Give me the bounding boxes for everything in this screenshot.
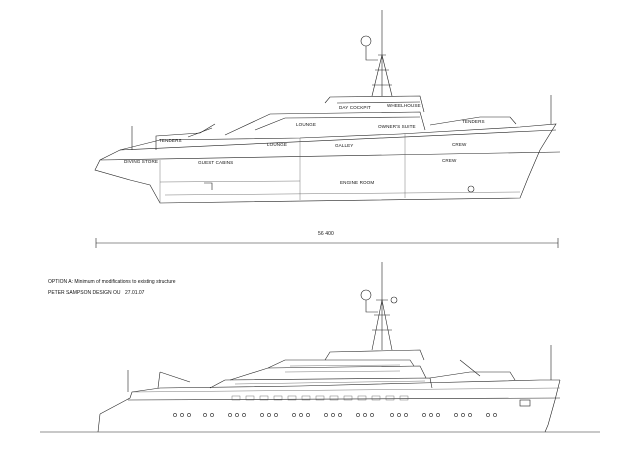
- length-dimension: [95, 238, 559, 248]
- room-label-engine-room: ENGINE ROOM: [340, 180, 375, 185]
- room-label-guest-cabins: GUEST CABINS: [198, 160, 234, 165]
- porthole: [486, 413, 490, 417]
- porthole: [228, 413, 232, 417]
- porthole: [306, 413, 310, 417]
- porthole: [260, 413, 264, 417]
- room-label-galley: GALLEY: [335, 143, 354, 148]
- designer-caption: PETER SAMPSON DESIGN OU: [48, 290, 121, 296]
- hull-window: [385, 395, 395, 401]
- hull-window: [399, 395, 409, 401]
- option-caption: OPTION A: Minimum of modifications to ex…: [48, 279, 176, 285]
- porthole: [370, 413, 374, 417]
- hull-window: [357, 395, 367, 401]
- porthole: [324, 413, 328, 417]
- room-label-diving-store: DIVING STORE: [124, 159, 159, 164]
- room-label-tenders-aft: TENDERS: [462, 119, 485, 124]
- porthole: [187, 413, 191, 417]
- hull-window: [259, 395, 269, 401]
- hull-window: [343, 395, 353, 401]
- exterior-profile: [40, 262, 600, 433]
- hull-window: [329, 395, 339, 401]
- hull-window: [371, 395, 381, 401]
- porthole: [397, 413, 401, 417]
- porthole: [390, 413, 394, 417]
- room-label-lounge-main: LOUNGE: [267, 142, 288, 147]
- porthole: [274, 413, 278, 417]
- room-label-lounge-upper: LOUNGE: [296, 122, 317, 127]
- porthole: [338, 413, 342, 417]
- porthole: [210, 413, 214, 417]
- porthole: [292, 413, 296, 417]
- hull-window: [315, 395, 325, 401]
- hull-outline: [94, 123, 557, 204]
- hull-window: [287, 395, 297, 401]
- hull-window: [231, 395, 241, 401]
- porthole: [468, 413, 472, 417]
- porthole: [299, 413, 303, 417]
- porthole: [173, 413, 177, 417]
- porthole: [429, 413, 433, 417]
- porthole: [493, 413, 497, 417]
- porthole: [203, 413, 207, 417]
- porthole: [180, 413, 184, 417]
- room-label-tenders-fwd: TENDERS: [159, 138, 182, 143]
- porthole: [404, 413, 408, 417]
- porthole: [267, 413, 271, 417]
- porthole: [331, 413, 335, 417]
- length-dimension-value: 56 400: [318, 231, 334, 237]
- profile-section: [94, 10, 561, 204]
- room-label-crew-lower: CREW: [442, 158, 457, 163]
- room-label-wheelhouse: WHEELHOUSE: [387, 103, 421, 108]
- date-caption: 27.01.07: [125, 290, 145, 296]
- room-label-day-cockpit: DAY COCKPIT: [339, 105, 371, 110]
- room-label-owners-suite: OWNER'S SUITE: [378, 124, 416, 129]
- porthole: [454, 413, 458, 417]
- porthole: [356, 413, 360, 417]
- porthole: [461, 413, 465, 417]
- portholes: [173, 395, 497, 417]
- porthole: [235, 413, 239, 417]
- porthole: [422, 413, 426, 417]
- room-label-crew-upper: CREW: [452, 142, 467, 147]
- porthole: [363, 413, 367, 417]
- hull-window: [273, 395, 283, 401]
- porthole: [436, 413, 440, 417]
- hull-window: [245, 395, 255, 401]
- porthole: [242, 413, 246, 417]
- hull-window: [301, 395, 311, 401]
